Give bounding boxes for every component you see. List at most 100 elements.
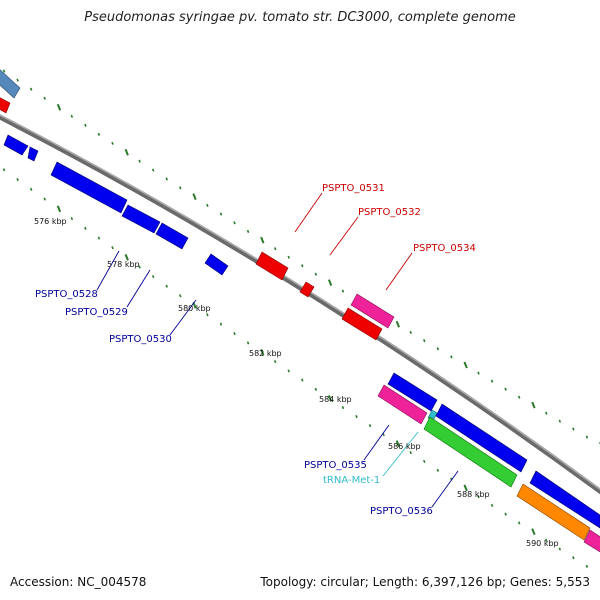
tick-mark xyxy=(138,159,141,163)
gene-feature-blue-4[interactable] xyxy=(121,204,161,234)
tick-mark xyxy=(301,264,304,268)
tick-label: 586 kbp xyxy=(388,442,421,451)
tick-mark xyxy=(151,275,155,279)
tick-mark xyxy=(2,168,6,172)
tick-mark xyxy=(395,320,400,328)
tick-mark xyxy=(56,205,62,213)
tick-mark xyxy=(545,538,548,542)
gene-feature-blue-6[interactable] xyxy=(204,253,229,276)
tick-mark xyxy=(517,395,521,399)
tick-mark xyxy=(558,547,562,551)
gene-label-trna-met-1[interactable]: tRNA-Met-1 xyxy=(323,475,380,486)
tick-mark xyxy=(301,378,304,382)
tick-mark xyxy=(558,419,562,423)
tick-mark xyxy=(287,369,290,373)
tick-mark xyxy=(463,361,468,369)
gene-label-pspto-0529[interactable]: PSPTO_0529 xyxy=(65,307,128,318)
gene-feature-blue-8[interactable] xyxy=(435,403,528,473)
tick-mark xyxy=(246,341,250,345)
tick-mark xyxy=(84,226,87,230)
gene-feature-pink-1[interactable] xyxy=(350,293,395,329)
gene-feature-pink-3[interactable] xyxy=(583,529,600,555)
gene-feature-red-1[interactable] xyxy=(255,251,289,281)
tick-mark xyxy=(192,193,197,200)
gene-feature-red-edge[interactable] xyxy=(0,95,11,114)
tick-mark xyxy=(314,387,318,391)
gene-feature-pink-2[interactable] xyxy=(377,384,428,425)
tick-mark xyxy=(206,203,209,207)
tick-mark xyxy=(29,187,33,191)
tick-labels: 576 kbp 578 kbp 580 kbp 582 kbp 584 kbp … xyxy=(34,217,559,548)
tick-label: 578 kbp xyxy=(107,260,140,269)
gene-feature-blue-2[interactable] xyxy=(27,146,39,162)
tick-mark xyxy=(179,294,182,298)
tick-mark xyxy=(423,459,426,463)
tick-mark xyxy=(260,236,265,244)
tick-mark xyxy=(70,217,74,221)
gene-feature-blue-1[interactable] xyxy=(3,134,29,156)
tick-mark xyxy=(179,186,182,190)
tick-mark xyxy=(327,395,333,402)
tick-mark xyxy=(490,503,494,508)
gene-feature-blue-3[interactable] xyxy=(50,161,128,214)
gene-label-pspto-0528[interactable]: PSPTO_0528 xyxy=(35,289,98,300)
tick-mark xyxy=(97,236,101,240)
tick-mark xyxy=(2,69,6,73)
gene-label-pspto-0531[interactable]: PSPTO_0531 xyxy=(322,183,385,194)
tick-mark xyxy=(585,564,589,568)
tick-mark xyxy=(70,114,74,118)
tick-mark xyxy=(504,387,507,391)
gene-label-pspto-0536[interactable]: PSPTO_0536 xyxy=(370,506,433,517)
gene-label-pspto-0535[interactable]: PSPTO_0535 xyxy=(304,460,367,471)
tick-mark xyxy=(504,512,507,516)
tick-mark xyxy=(273,360,277,364)
gene-feature-green[interactable] xyxy=(423,416,518,488)
tick-mark xyxy=(368,424,372,428)
tick-mark xyxy=(84,123,87,127)
tick-mark xyxy=(531,401,536,409)
tick-mark xyxy=(314,272,318,276)
tick-mark xyxy=(341,289,345,293)
tick-mark xyxy=(531,528,536,535)
gene-feature-red-2[interactable] xyxy=(299,281,315,298)
gene-label-pspto-0530[interactable]: PSPTO_0530 xyxy=(109,334,172,345)
tick-mark xyxy=(124,253,129,261)
label-leaders xyxy=(96,192,459,508)
accession-text: Accession: NC_004578 xyxy=(10,575,147,589)
tick-label: 580 kbp xyxy=(178,304,211,313)
tick-mark xyxy=(585,435,589,439)
tick-mark xyxy=(151,168,155,172)
gene-feature-orange[interactable] xyxy=(516,483,591,541)
tick-label: 588 kbp xyxy=(457,490,490,499)
tick-mark xyxy=(463,484,468,492)
gene-feature-red-3[interactable] xyxy=(341,307,383,341)
tick-mark xyxy=(138,265,141,269)
tick-mark xyxy=(124,148,129,156)
gene-feature-blue-9[interactable] xyxy=(529,470,600,529)
tick-mark xyxy=(219,212,223,216)
tick-mark xyxy=(409,330,412,335)
tick-mark xyxy=(219,322,223,326)
tick-mark xyxy=(436,347,440,351)
tick-mark xyxy=(43,96,46,100)
tick-mark xyxy=(43,197,46,201)
tick-label: 584 kbp xyxy=(319,395,352,404)
tick-mark xyxy=(572,556,575,560)
gene-feature-blue-5[interactable] xyxy=(155,222,189,250)
tick-mark xyxy=(436,468,440,472)
tick-mark xyxy=(56,103,62,111)
gene-feature-blue-7[interactable] xyxy=(387,372,438,412)
tick-mark xyxy=(16,178,19,182)
gene-feature-steel[interactable] xyxy=(0,65,21,99)
tick-mark xyxy=(477,371,480,375)
tick-mark xyxy=(233,221,236,225)
gene-label-pspto-0534[interactable]: PSPTO_0534 xyxy=(413,243,476,254)
tick-mark xyxy=(423,339,426,343)
tick-mark xyxy=(165,284,168,288)
gene-label-pspto-0532[interactable]: PSPTO_0532 xyxy=(358,207,421,218)
tick-mark xyxy=(233,332,236,336)
tick-mark xyxy=(327,279,333,287)
tick-mark xyxy=(395,440,400,447)
tick-marks xyxy=(2,69,600,568)
